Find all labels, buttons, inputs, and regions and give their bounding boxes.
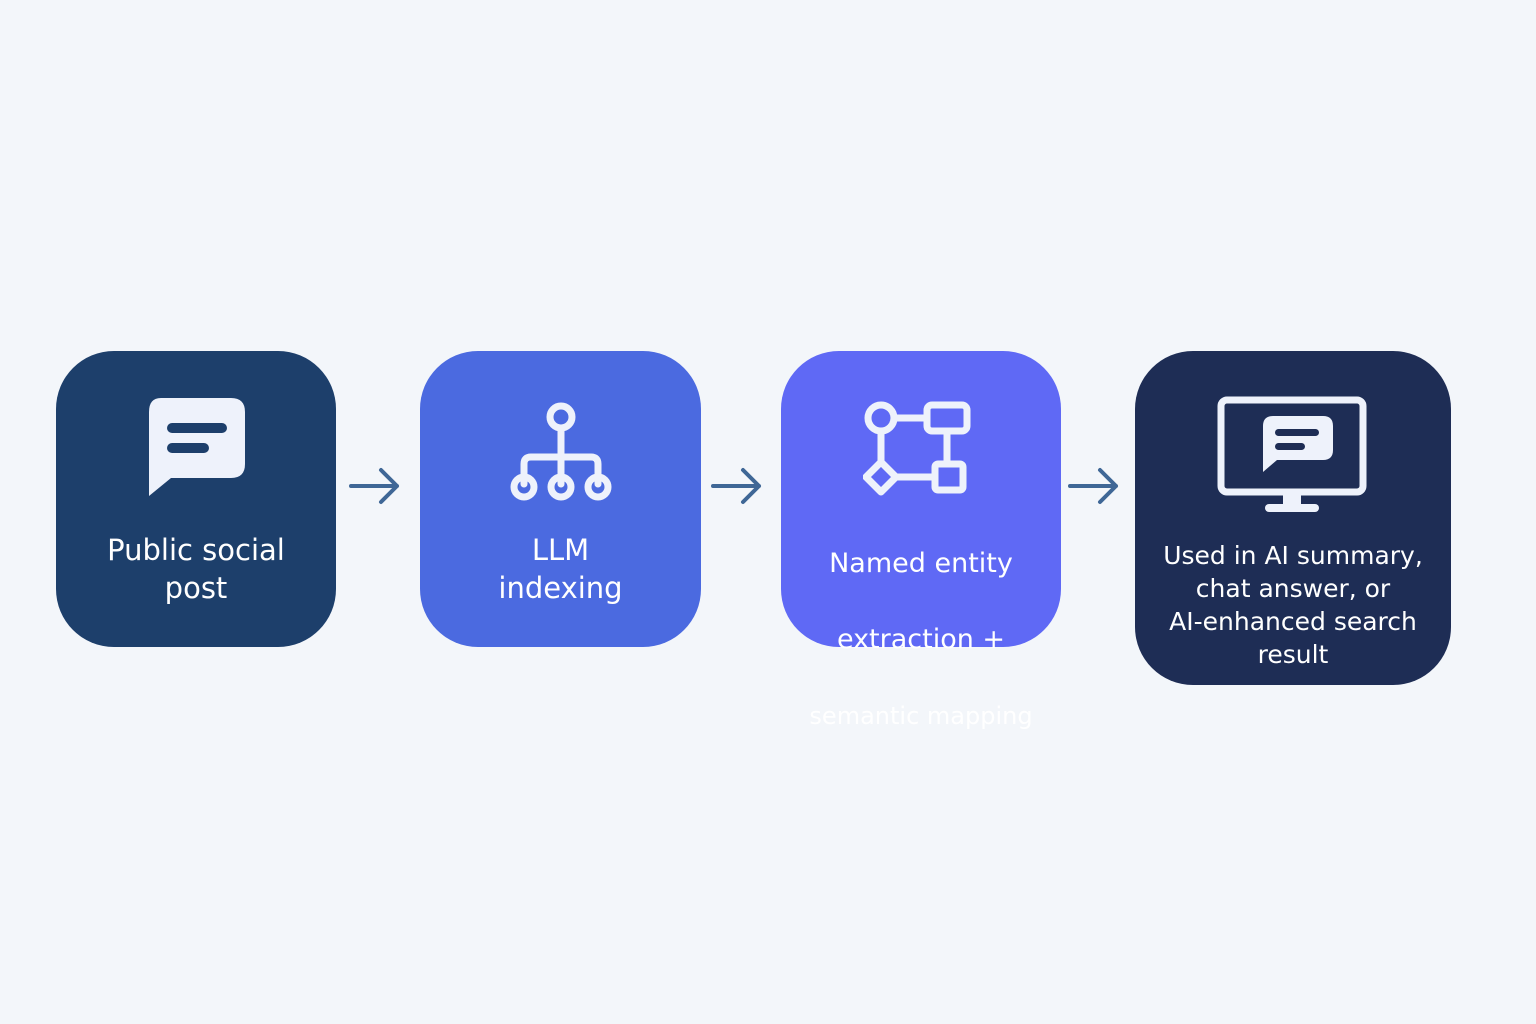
arrow-right-icon — [1068, 468, 1118, 504]
step-entity-extraction: Named entity extraction + semantic mappi… — [781, 351, 1061, 730]
step-label: Named entity extraction + semantic mappi… — [781, 507, 1061, 773]
step-label: LLM indexing — [498, 533, 623, 605]
step-public-social-post: Public social post — [56, 351, 336, 647]
hierarchy-tree-icon — [510, 402, 612, 501]
chat-bubble-icon — [149, 398, 245, 496]
step-label: Public social post — [107, 533, 285, 605]
step-label: Used in AI summary, chat answer, or AI-e… — [1163, 541, 1423, 669]
arrow-right-icon — [349, 468, 399, 504]
monitor-chat-icon — [1217, 396, 1367, 512]
step-label-line: Named entity — [829, 548, 1013, 579]
step-llm-indexing: LLM indexing — [420, 351, 701, 647]
entity-graph-icon — [863, 401, 971, 496]
step-label-line: extraction + — [836, 624, 1006, 655]
step-ai-usage: Used in AI summary, chat answer, or AI-e… — [1135, 351, 1451, 685]
step-label-line: semantic mapping — [809, 702, 1033, 730]
arrow-right-icon — [711, 468, 761, 504]
